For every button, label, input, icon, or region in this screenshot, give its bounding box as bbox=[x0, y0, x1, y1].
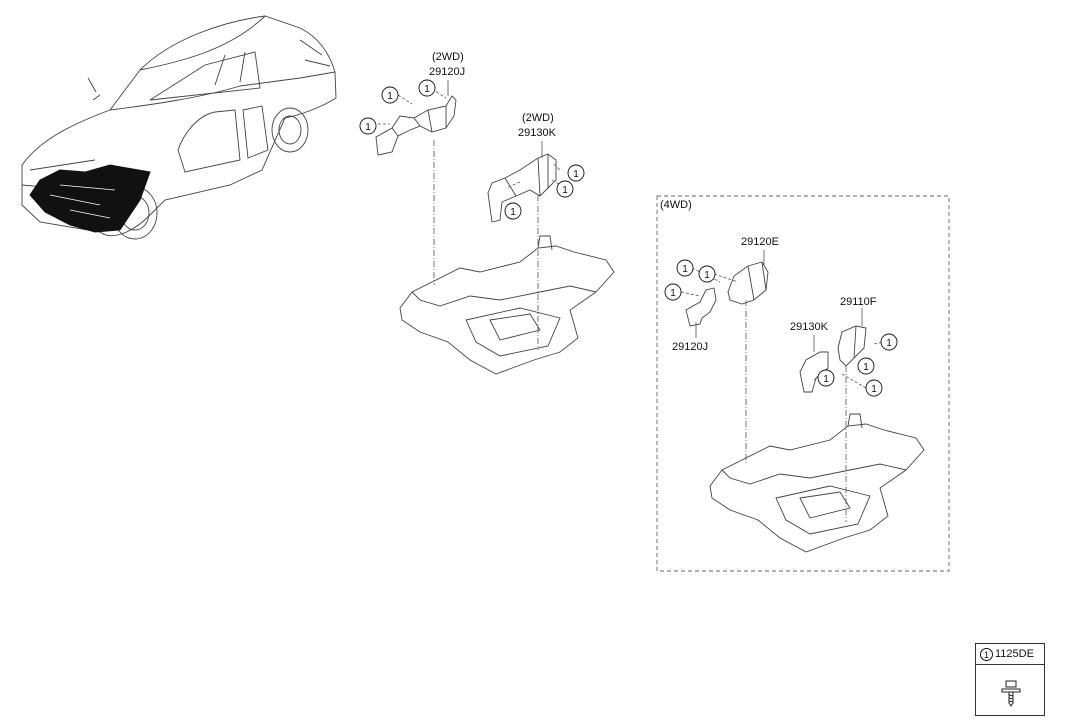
part-number-29130K: 29130K bbox=[518, 127, 556, 139]
callout-1: 1 bbox=[880, 333, 898, 351]
svg-text:1: 1 bbox=[365, 122, 371, 133]
callout-1: 1 bbox=[359, 117, 377, 135]
callout-1: 1 bbox=[664, 283, 682, 301]
part-number-29130K: 29130K bbox=[790, 321, 828, 333]
bolt-icon bbox=[1001, 680, 1021, 707]
part-number-29110F: 29110F bbox=[840, 296, 877, 308]
undercover-panel-2wd bbox=[399, 235, 615, 375]
undercover-panel-4wd bbox=[709, 413, 925, 553]
svg-text:1: 1 bbox=[562, 185, 568, 196]
tag-2wd: (2WD) bbox=[432, 51, 464, 63]
legend-box: 1 1125DE bbox=[975, 643, 1045, 716]
svg-text:1: 1 bbox=[670, 288, 676, 299]
callout-1: 1 bbox=[567, 164, 585, 182]
bracket-29120E bbox=[727, 261, 769, 305]
callout-1: 1 bbox=[418, 79, 436, 97]
legend-part-code: 1125DE bbox=[995, 648, 1034, 660]
callout-1: 1 bbox=[865, 379, 883, 397]
bracket-29130K-2wd bbox=[487, 153, 557, 223]
tag-4wd: (4WD) bbox=[660, 199, 692, 211]
callout-circles: 1 1 1 1 1 1 1 1 1 1 1 1 1 bbox=[359, 79, 898, 397]
part-number-29120E: 29120E bbox=[741, 236, 779, 248]
vehicle-illustration bbox=[21, 15, 337, 240]
svg-text:1: 1 bbox=[871, 384, 877, 395]
bracket-29110F bbox=[837, 325, 867, 367]
svg-text:1: 1 bbox=[704, 270, 710, 281]
callout-1: 1 bbox=[504, 202, 522, 220]
svg-text:1: 1 bbox=[510, 207, 516, 218]
callout-1: 1 bbox=[381, 86, 399, 104]
bracket-29130K-4wd bbox=[799, 351, 829, 393]
tag-2wd: (2WD) bbox=[522, 112, 554, 124]
bracket-29120J-4wd bbox=[685, 287, 717, 327]
callout-1: 1 bbox=[676, 259, 694, 277]
legend-header: 1 1125DE bbox=[976, 644, 1044, 665]
svg-text:1: 1 bbox=[863, 362, 869, 373]
svg-text:1: 1 bbox=[823, 374, 829, 385]
leader-lines bbox=[378, 80, 885, 522]
svg-text:1: 1 bbox=[573, 169, 579, 180]
svg-text:1: 1 bbox=[424, 84, 430, 95]
group-box-4wd bbox=[656, 195, 950, 572]
legend-body bbox=[976, 665, 1044, 716]
callout-1: 1 bbox=[857, 357, 875, 375]
callout-1: 1 bbox=[817, 369, 835, 387]
bracket-29120J-2wd bbox=[375, 95, 457, 156]
legend-callout: 1 bbox=[980, 647, 993, 661]
callout-1: 1 bbox=[556, 180, 574, 198]
callout-1: 1 bbox=[698, 265, 716, 283]
svg-text:1: 1 bbox=[886, 338, 892, 349]
part-number-29120J: 29120J bbox=[429, 66, 466, 78]
part-number-29120J: 29120J bbox=[672, 341, 709, 353]
svg-text:1: 1 bbox=[387, 91, 393, 102]
highlighted-undercover bbox=[29, 164, 151, 233]
svg-text:1: 1 bbox=[682, 264, 688, 275]
